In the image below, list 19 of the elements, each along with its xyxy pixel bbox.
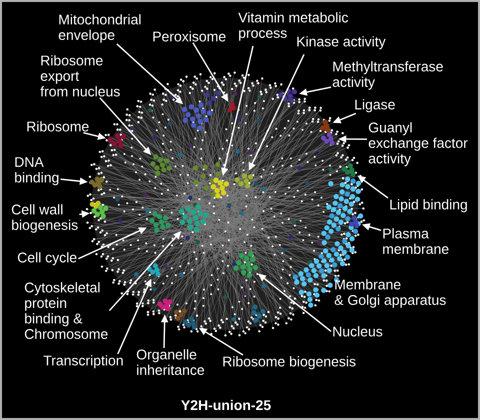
callout-label: Plasma membrane	[383, 228, 448, 254]
callout-label: Membrane & Golgi apparatus	[334, 279, 446, 308]
callout-label: Guanyl exchange factor activity	[368, 122, 468, 166]
callout-label: Ribosome export from nucleus	[40, 55, 120, 96]
callout-label: Lipid binding	[390, 199, 467, 212]
callout-label: Ribosome biogenesis	[223, 356, 356, 370]
callout-label: Ligase	[355, 99, 395, 112]
caption: Y2H-union-25	[181, 400, 271, 410]
callout-label: Mitochondrial envelope	[58, 14, 141, 43]
callout-label: Cell wall biogenesis	[12, 204, 78, 233]
callout-label: Cytoskeletal protein binding & Chromosome	[24, 282, 108, 339]
callout-label: Methyltransferase activity	[332, 61, 443, 90]
callout-label: DNA binding	[15, 157, 58, 186]
callout-label: Cell cycle	[18, 252, 76, 266]
callout-label: Transcription	[44, 355, 123, 368]
callout-label: Ribosome	[27, 121, 89, 132]
callout-label: Peroxisome	[153, 31, 226, 42]
callout-label: Organelle inheritance	[136, 349, 204, 375]
callout-label: Kinase activity	[297, 36, 386, 50]
